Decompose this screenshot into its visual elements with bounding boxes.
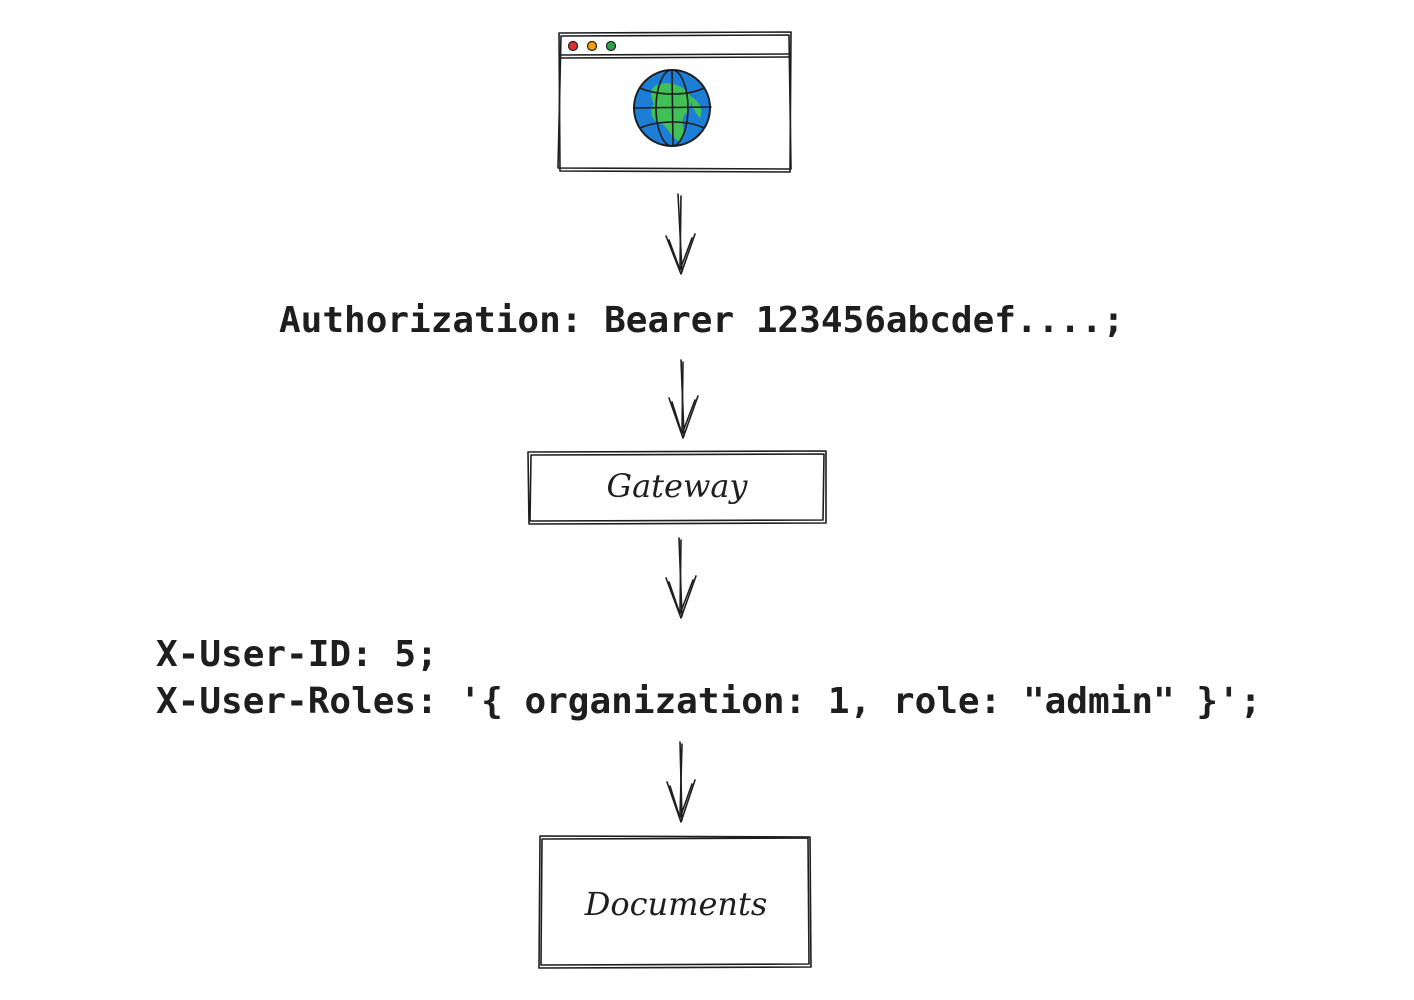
- globe-icon: [633, 69, 712, 147]
- documents-node: Documents: [538, 835, 812, 969]
- window-minimize-dot: [586, 40, 598, 52]
- arrow-header-to-gateway: [668, 359, 699, 439]
- window-maximize-dot: [605, 40, 617, 52]
- browser-window: [557, 31, 792, 173]
- arrow-headers-to-documents: [666, 741, 696, 823]
- documents-label: Documents: [584, 885, 768, 923]
- authorization-header: Authorization: Bearer 123456abcdef....;: [279, 300, 1124, 341]
- gateway-node: Gateway: [527, 450, 827, 525]
- gateway-label: Gateway: [607, 467, 749, 505]
- arrow-browser-to-header: [665, 193, 696, 275]
- arrow-gateway-to-headers: [665, 537, 697, 619]
- user-roles-header: X-User-Roles: '{ organization: 1, role: …: [156, 681, 1261, 722]
- user-id-header: X-User-ID: 5;: [156, 634, 438, 675]
- window-close-dot: [567, 40, 579, 52]
